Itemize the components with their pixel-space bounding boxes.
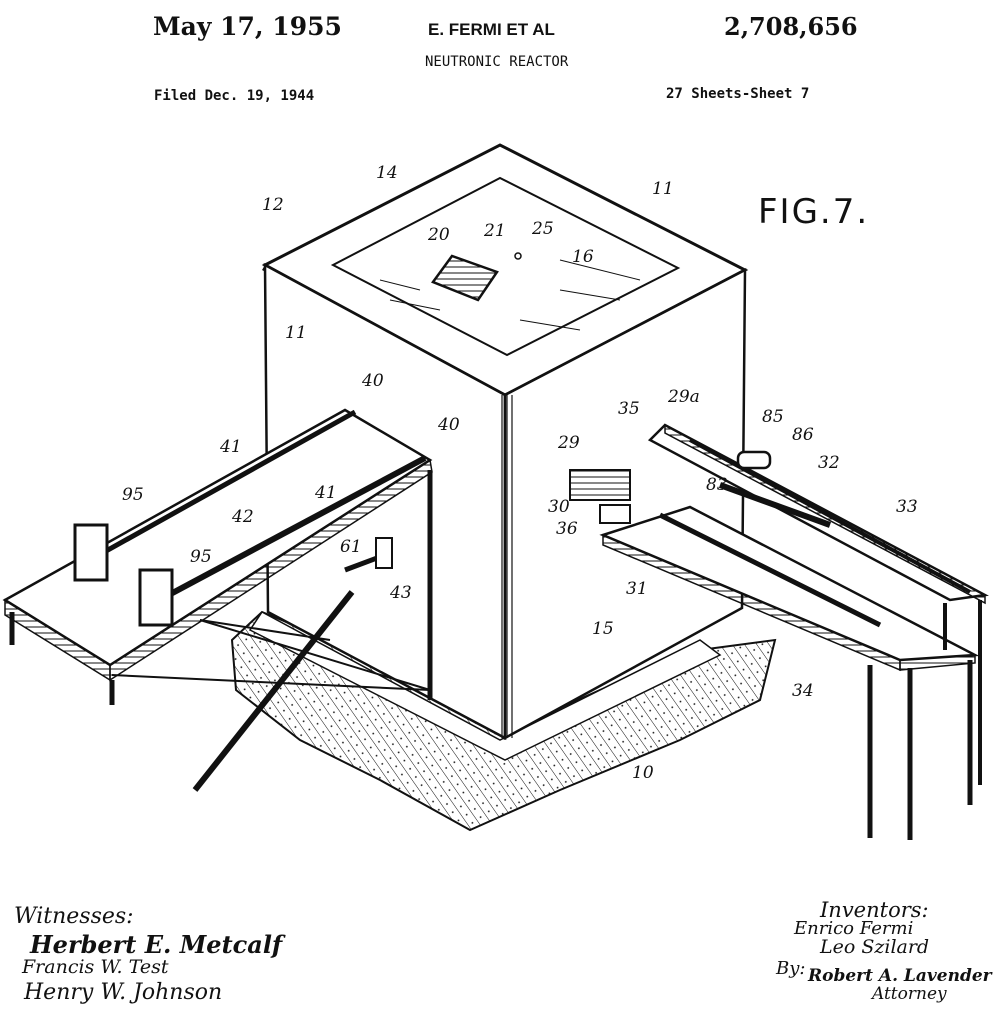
cube-edge-shade [501, 395, 515, 738]
left-rail-41b [148, 455, 427, 608]
ref-41a: 41 [219, 437, 242, 457]
inventor-name-1: Enrico Fermi [794, 918, 914, 939]
ref-11-side: 11 [285, 323, 307, 343]
long-rod [192, 590, 355, 792]
ref-25: 25 [531, 219, 554, 239]
top-opening [431, 254, 499, 302]
rail-32 [718, 482, 832, 528]
inventors-label: Inventors: [820, 898, 929, 922]
attorney-signature: Robert A. Lavender [808, 966, 992, 986]
carriage-29 [569, 469, 631, 501]
patent-title: NEUTRONIC REACTOR [425, 54, 569, 70]
ref-34: 34 [792, 681, 814, 701]
patent-date: May 17, 1955 [153, 12, 342, 41]
block-36 [599, 504, 631, 524]
ref-14: 14 [376, 163, 398, 183]
sheet-count: 27 Sheets-Sheet 7 [666, 86, 810, 102]
ref-20: 20 [427, 225, 450, 245]
ref-31: 31 [626, 579, 648, 599]
cube-top-inner [330, 176, 681, 357]
ref-21: 21 [483, 221, 506, 241]
ref-35: 35 [618, 399, 640, 419]
rail-33 [689, 438, 971, 594]
ref-16: 16 [572, 247, 594, 267]
ref-40a: 40 [361, 371, 384, 391]
ref-85: 85 [762, 407, 784, 427]
ref-32: 32 [818, 453, 840, 473]
ref-36: 36 [556, 519, 578, 539]
ref-10: 10 [632, 763, 654, 783]
figure-label: FIG.7. [758, 192, 870, 232]
by-label: By: [776, 958, 806, 979]
witness-signature-2: Francis W. Test [22, 956, 169, 978]
ref-95b: 95 [190, 547, 212, 567]
ref-95a: 95 [122, 485, 144, 505]
bracket-43 [375, 537, 393, 569]
rail-31 [658, 512, 882, 628]
ref-12: 12 [262, 195, 284, 215]
port-25 [514, 252, 522, 260]
ref-29a: 29a [667, 387, 700, 407]
ref-33: 33 [896, 497, 918, 517]
ref-83: 83 [706, 475, 728, 495]
ref-29: 29 [557, 433, 580, 453]
top-hatch-lines [379, 259, 641, 331]
ref-42: 42 [231, 507, 254, 527]
floor-top [248, 611, 722, 761]
inventor-name-2: Leo Szilard [820, 936, 930, 958]
witness-signature-3: Henry W. Johnson [24, 980, 223, 1005]
patent-number: 2,708,656 [724, 12, 858, 41]
stop-95b [138, 568, 174, 627]
witnesses-label: Witnesses: [14, 904, 134, 929]
ref-40b: 40 [437, 415, 460, 435]
rollers-85 [736, 450, 772, 470]
left-rail-41a [88, 409, 357, 563]
ref-43: 43 [389, 583, 412, 603]
ref-86: 86 [792, 425, 814, 445]
ref-11-top: 11 [652, 179, 674, 199]
ref-61: 61 [340, 537, 362, 557]
ref-30: 30 [548, 497, 570, 517]
ref-15: 15 [592, 619, 614, 639]
inventors-header: E. FERMI ET AL [428, 20, 555, 39]
stop-95a [73, 523, 109, 582]
filed-date: Filed Dec. 19, 1944 [154, 88, 315, 104]
witness-signature-1: Herbert E. Metcalf [30, 930, 283, 959]
attorney-label: Attorney [872, 984, 947, 1004]
ref-41b: 41 [314, 483, 337, 503]
